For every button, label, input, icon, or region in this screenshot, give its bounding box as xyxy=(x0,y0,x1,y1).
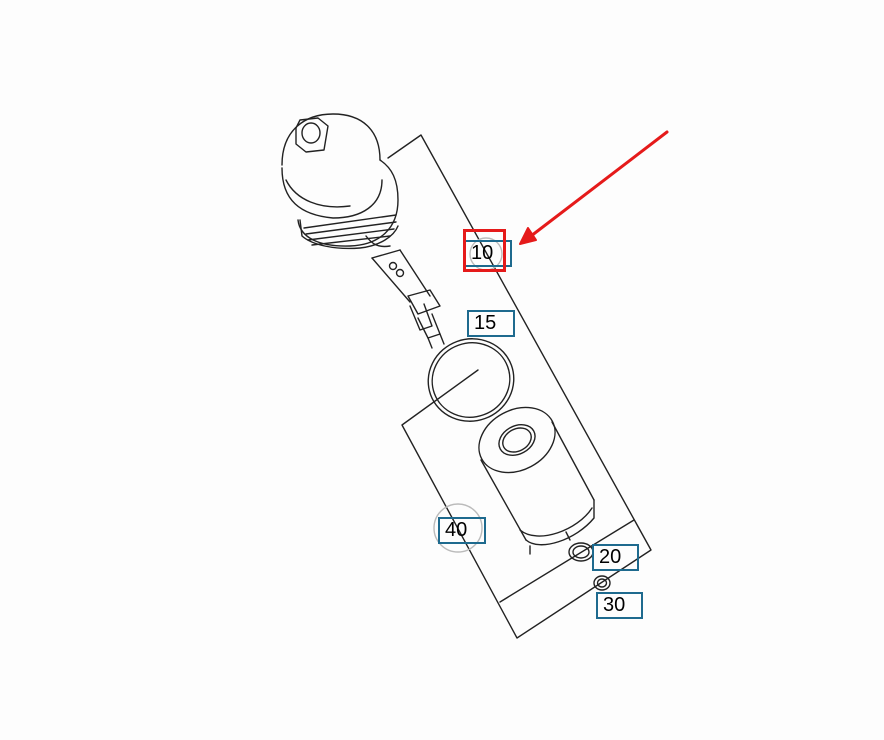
o-ring-large xyxy=(427,338,515,422)
part-40-outline xyxy=(433,503,483,553)
filter-housing-cap xyxy=(281,113,399,250)
assembly-frame xyxy=(387,134,652,639)
callout-30[interactable]: 30 xyxy=(596,592,643,619)
red-arrow-icon xyxy=(519,130,669,245)
frame-divider xyxy=(499,519,635,603)
callout-15[interactable]: 15 xyxy=(467,310,515,337)
center-tube xyxy=(365,235,445,349)
filter-element xyxy=(478,406,595,555)
callout-10[interactable]: 10 xyxy=(464,240,512,267)
callout-20[interactable]: 20 xyxy=(592,544,639,571)
callout-40[interactable]: 40 xyxy=(438,517,486,544)
seal-ring-30 xyxy=(593,575,611,591)
